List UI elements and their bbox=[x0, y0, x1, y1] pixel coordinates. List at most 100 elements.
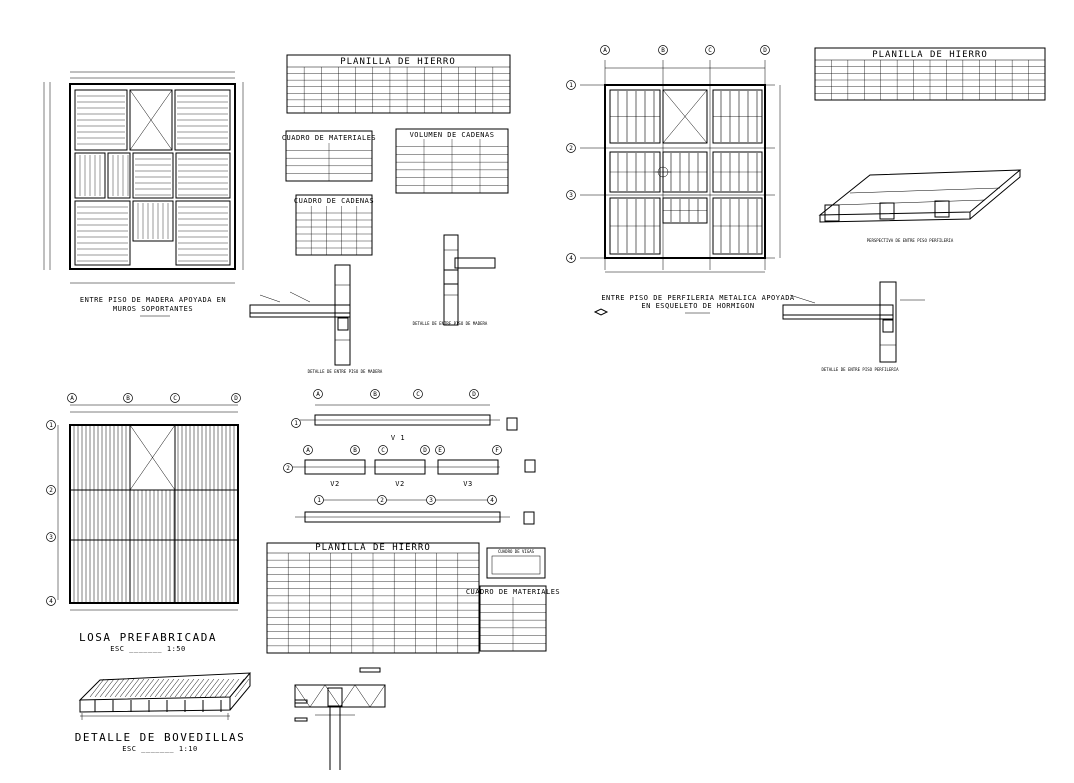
cadenas-title: CUADRO DE CADENAS bbox=[294, 197, 374, 205]
axis-bubble bbox=[566, 253, 576, 263]
axis-bubble bbox=[760, 45, 770, 55]
axis-label: B bbox=[353, 447, 357, 454]
axis-bubble bbox=[46, 532, 56, 542]
axis-bubble bbox=[469, 389, 479, 399]
axis-label: B bbox=[126, 395, 130, 402]
plan-metal-floor: A B C D 1 2 3 4 ENTRE PISO DE PERFILERIA METALI… bbox=[566, 45, 795, 316]
plan3-scale: ESC _______ 1:50 bbox=[110, 645, 185, 653]
plan1-title: ENTRE PISO DE MADERA APOYADA EN bbox=[80, 296, 226, 304]
planilla-hierro-2: PLANILLA DE HIERRO bbox=[814, 47, 1046, 101]
axis-bubble bbox=[123, 393, 133, 403]
axis-bubble bbox=[67, 393, 77, 403]
axis-label: A bbox=[603, 47, 607, 54]
plan2-subtitle: EN ESQUELETO DE HORMIGON bbox=[641, 302, 754, 310]
axis-bubble bbox=[413, 389, 423, 399]
axis-label: B bbox=[373, 391, 377, 398]
axis-bubble bbox=[566, 190, 576, 200]
iso-metal-floor: PERSPECTIVA DE ENTRE PISO PERFILERIA bbox=[818, 169, 1022, 243]
axis-bubble bbox=[658, 45, 668, 55]
plan3-title: LOSA PREFABRICADA bbox=[79, 631, 217, 644]
beam-v2b-label: V2 bbox=[395, 480, 404, 488]
beam-v2-label: V2 bbox=[330, 480, 339, 488]
axis-bubble bbox=[426, 495, 436, 505]
axis-label: 3 bbox=[429, 497, 433, 504]
axis-bubble bbox=[46, 596, 56, 606]
cuadro-materiales-1: CUADRO DE MATERIALES bbox=[282, 130, 376, 182]
detail-bov-scale: ESC _______ 1:10 bbox=[122, 745, 197, 753]
axis-bubble bbox=[487, 495, 497, 505]
detail-wood-floor: DETALLE DE ENTRE PISO DE MADERA bbox=[249, 264, 383, 374]
axis-label: 1 bbox=[294, 420, 298, 427]
detail-truss-column bbox=[294, 667, 386, 770]
axis-bubble bbox=[170, 393, 180, 403]
axis-label: E bbox=[438, 447, 442, 454]
axis-label: 1 bbox=[317, 497, 321, 504]
volumen-cadenas: VOLUMEN DE CADENAS bbox=[395, 128, 509, 194]
cuadro-cadenas: CUADRO DE CADENAS bbox=[294, 194, 374, 256]
cuadro-vigas: CUADRO DE VIGAS bbox=[486, 547, 546, 579]
axis-label: D bbox=[423, 447, 427, 454]
plan1-subtitle: MUROS SOPORTANTES bbox=[113, 305, 193, 313]
axis-label: D bbox=[234, 395, 238, 402]
axis-label: C bbox=[416, 391, 420, 398]
axis-bubble bbox=[313, 389, 323, 399]
axis-label: 1 bbox=[49, 422, 53, 429]
planilla3-title: PLANILLA DE HIERRO bbox=[315, 543, 431, 553]
axis-label: 2 bbox=[49, 487, 53, 494]
beam-v1-label: V 1 bbox=[391, 434, 405, 442]
plan-losa-prefabricada: A B C D 1 2 3 4 LOSA PREFABRICADA ESC _______ 1… bbox=[46, 393, 241, 653]
axis-bubble bbox=[705, 45, 715, 55]
axis-label: D bbox=[763, 47, 767, 54]
axis-label: B bbox=[661, 47, 665, 54]
axis-label: 2 bbox=[380, 497, 384, 504]
axis-label: C bbox=[381, 447, 385, 454]
axis-label: A bbox=[70, 395, 74, 402]
axis-label: F bbox=[495, 447, 499, 454]
materiales1-title: CUADRO DE MATERIALES bbox=[282, 134, 376, 142]
axis-bubble bbox=[303, 445, 313, 455]
planilla1-title: PLANILLA DE HIERRO bbox=[340, 57, 456, 67]
axis-label: C bbox=[708, 47, 712, 54]
axis-label: 4 bbox=[569, 255, 573, 262]
axis-label: 3 bbox=[49, 534, 53, 541]
axis-bubble bbox=[231, 393, 241, 403]
axis-label: D bbox=[472, 391, 476, 398]
detail-wood-title: DETALLE DE ENTRE PISO DE MADERA bbox=[308, 369, 383, 374]
axis-label: 3 bbox=[569, 192, 573, 199]
axis-bubble bbox=[566, 143, 576, 153]
materiales2-title: CUADRO DE MATERIALES bbox=[466, 588, 560, 596]
axis-label: 4 bbox=[49, 598, 53, 605]
axis-bubble bbox=[314, 495, 324, 505]
axis-label: A bbox=[306, 447, 310, 454]
cuadro-materiales-2: CUADRO DE MATERIALES bbox=[466, 585, 560, 652]
axis-bubble bbox=[291, 418, 301, 428]
axis-label: C bbox=[173, 395, 177, 402]
axis-label: 1 bbox=[569, 82, 573, 89]
axis-bubble bbox=[492, 445, 502, 455]
vigas-title: CUADRO DE VIGAS bbox=[498, 549, 535, 554]
planilla-hierro-1: PLANILLA DE HIERRO bbox=[286, 54, 511, 114]
axis-bubble bbox=[350, 445, 360, 455]
plan2-title: ENTRE PISO DE PERFILERIA METALICA APOYAD… bbox=[601, 294, 795, 302]
axis-bubble bbox=[566, 80, 576, 90]
detail-bov-title: DETALLE DE BOVEDILLAS bbox=[75, 731, 246, 744]
axis-label: 2 bbox=[569, 145, 573, 152]
detail-metal-title: DETALLE DE ENTRE PISO PERFILERIA bbox=[821, 367, 899, 372]
axis-label: A bbox=[316, 391, 320, 398]
detail-bovedillas: DETALLE DE BOVEDILLAS ESC _______ 1:10 bbox=[75, 672, 252, 753]
plan1-caption: ENTRE PISO DE MADERA APOYADA EN MUROS SO… bbox=[80, 296, 226, 317]
axis-bubble bbox=[600, 45, 610, 55]
detail-wood-floor-2: DETALLE DE ENTRE PISO DE MADERA bbox=[413, 234, 496, 326]
axis-bubble bbox=[46, 420, 56, 430]
axis-bubble bbox=[46, 485, 56, 495]
iso-metal-title: PERSPECTIVA DE ENTRE PISO PERFILERIA bbox=[867, 238, 954, 243]
volumen-title: VOLUMEN DE CADENAS bbox=[410, 131, 495, 139]
beam-v3-label: V3 bbox=[463, 480, 472, 488]
detail-wood2-title: DETALLE DE ENTRE PISO DE MADERA bbox=[413, 321, 488, 326]
axis-bubble bbox=[283, 463, 293, 473]
axis-bubble bbox=[420, 445, 430, 455]
planilla-hierro-3: PLANILLA DE HIERRO bbox=[266, 542, 480, 654]
axis-bubble bbox=[378, 445, 388, 455]
